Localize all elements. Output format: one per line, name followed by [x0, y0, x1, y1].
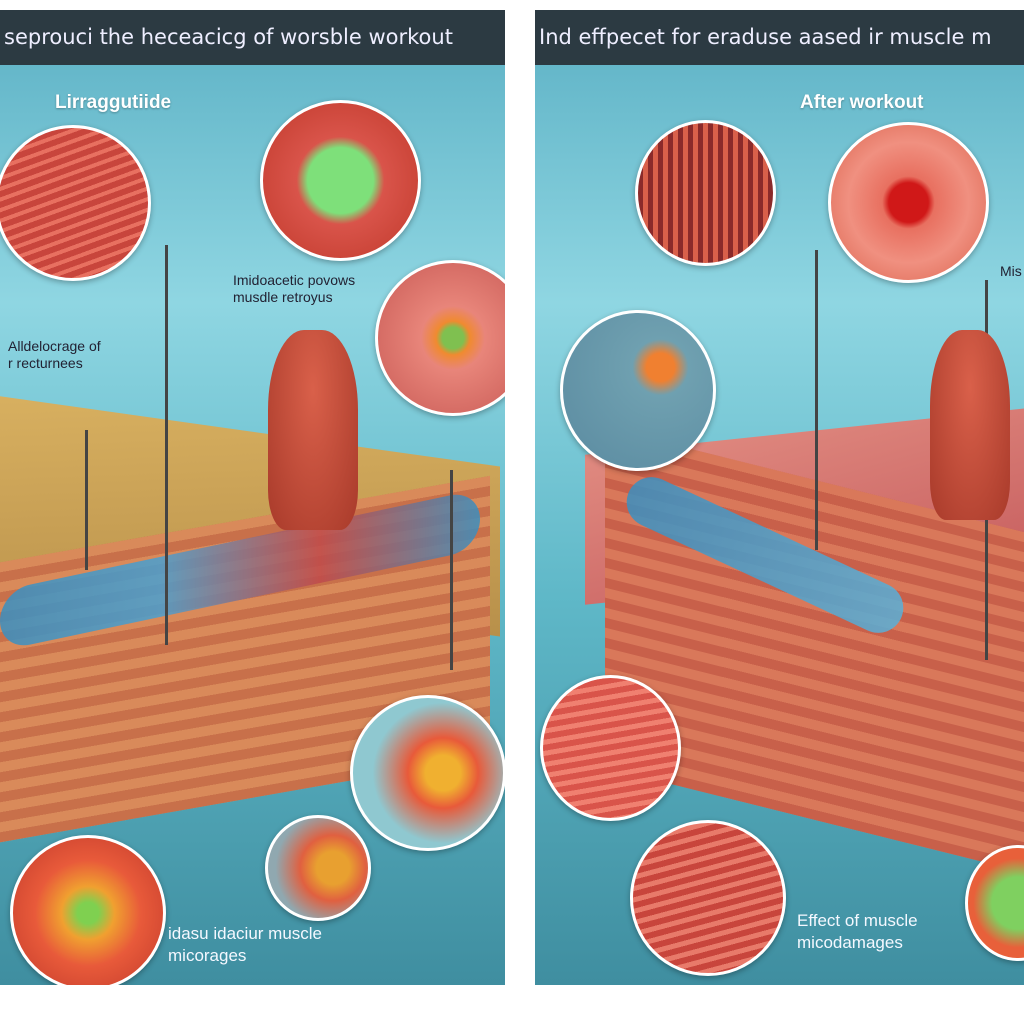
right-header: Ind effpecet for eraduse aased ir muscle…: [535, 10, 1024, 65]
pole: [450, 470, 453, 670]
cell-closeup-circle: [375, 260, 505, 416]
caption-bottom: Effect of muscle micodamages: [797, 911, 918, 952]
fiber-bundle-circle: [350, 695, 505, 851]
pole: [815, 250, 818, 550]
label-side: Alldelocrage of r recturnees: [8, 338, 101, 371]
micro-damage-circle: [630, 820, 786, 976]
fiber-strands-circle: [635, 120, 776, 266]
label-top: Lirraggutiide: [55, 92, 172, 113]
tissue-damage-circle: [10, 835, 166, 985]
label-top: After workout: [800, 92, 924, 113]
label-side: Mis: [1000, 263, 1022, 279]
muscle-fiber-circle: [540, 675, 681, 821]
muscle-fiber-circle: [0, 125, 151, 281]
red-cell-circle: [828, 122, 989, 283]
left-header: seprouci the heceacicg of worsble workou…: [0, 10, 505, 65]
pole: [85, 430, 88, 570]
cell-membrane-circle: [560, 310, 716, 471]
pole: [165, 245, 168, 645]
muscle-figure: [268, 330, 358, 530]
caption-bottom: idasu idaciur muscle micorages: [168, 924, 323, 965]
label-middle: Imidoacetic povows musdle retroyus: [233, 272, 356, 305]
cell-partial-circle: [965, 845, 1024, 961]
muscle-figure: [930, 330, 1010, 520]
right-panel: Ind effpecet for eraduse aased ir muscle…: [535, 10, 1024, 985]
cell-circle: [260, 100, 421, 261]
left-panel: seprouci the heceacicg of worsble workou…: [0, 10, 505, 985]
fiber-end-circle: [265, 815, 371, 921]
